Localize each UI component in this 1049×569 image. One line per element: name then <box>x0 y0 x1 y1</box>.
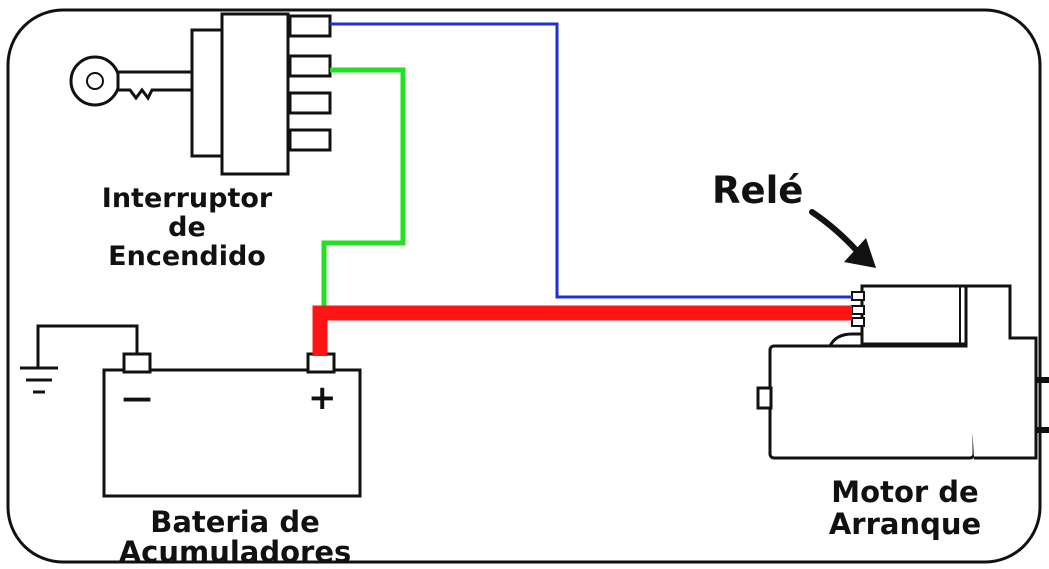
battery-case <box>102 368 362 498</box>
motor-end-cap <box>756 386 773 410</box>
motor-body <box>768 344 976 460</box>
switch-label-line3: Encendido <box>108 241 266 272</box>
relay-terminal-m <box>851 317 865 327</box>
switch-contact-3 <box>288 91 332 115</box>
relay-terminal-s <box>851 291 865 301</box>
relay-terminal-b <box>851 305 865 315</box>
battery-label-line2: Acumuladores <box>118 535 352 569</box>
battery-label-line1: Bateria de <box>150 505 320 539</box>
switch-contact-1 <box>288 14 332 38</box>
motor-drive-housing <box>964 284 1038 460</box>
arrow-icon <box>809 209 876 268</box>
red-wire <box>312 305 852 356</box>
switch-housing <box>220 12 290 176</box>
motor-label-line1: Motor de <box>831 475 979 509</box>
ignition-switch <box>69 12 332 176</box>
ground-symbol-icon <box>20 366 58 394</box>
switch-contact-2 <box>288 54 332 78</box>
relay-label: Relé <box>712 169 804 212</box>
switch-label-line2: de <box>168 212 206 243</box>
switch-contact-4 <box>288 128 332 152</box>
motor-label-line2: Arranque <box>828 507 982 541</box>
blue-wire <box>330 22 852 299</box>
battery-negative-sign: — <box>122 381 152 416</box>
battery-positive-sign: + <box>308 378 337 418</box>
switch-label-line1: Interruptor <box>101 183 273 214</box>
ignition-key-icon <box>69 55 200 107</box>
battery-positive-post <box>306 352 336 374</box>
green-wire <box>321 67 406 312</box>
battery <box>102 352 362 498</box>
battery-negative-post <box>122 352 152 374</box>
ground-connection <box>20 324 139 394</box>
relay-solenoid <box>860 284 968 346</box>
starter-motor <box>756 284 1049 460</box>
